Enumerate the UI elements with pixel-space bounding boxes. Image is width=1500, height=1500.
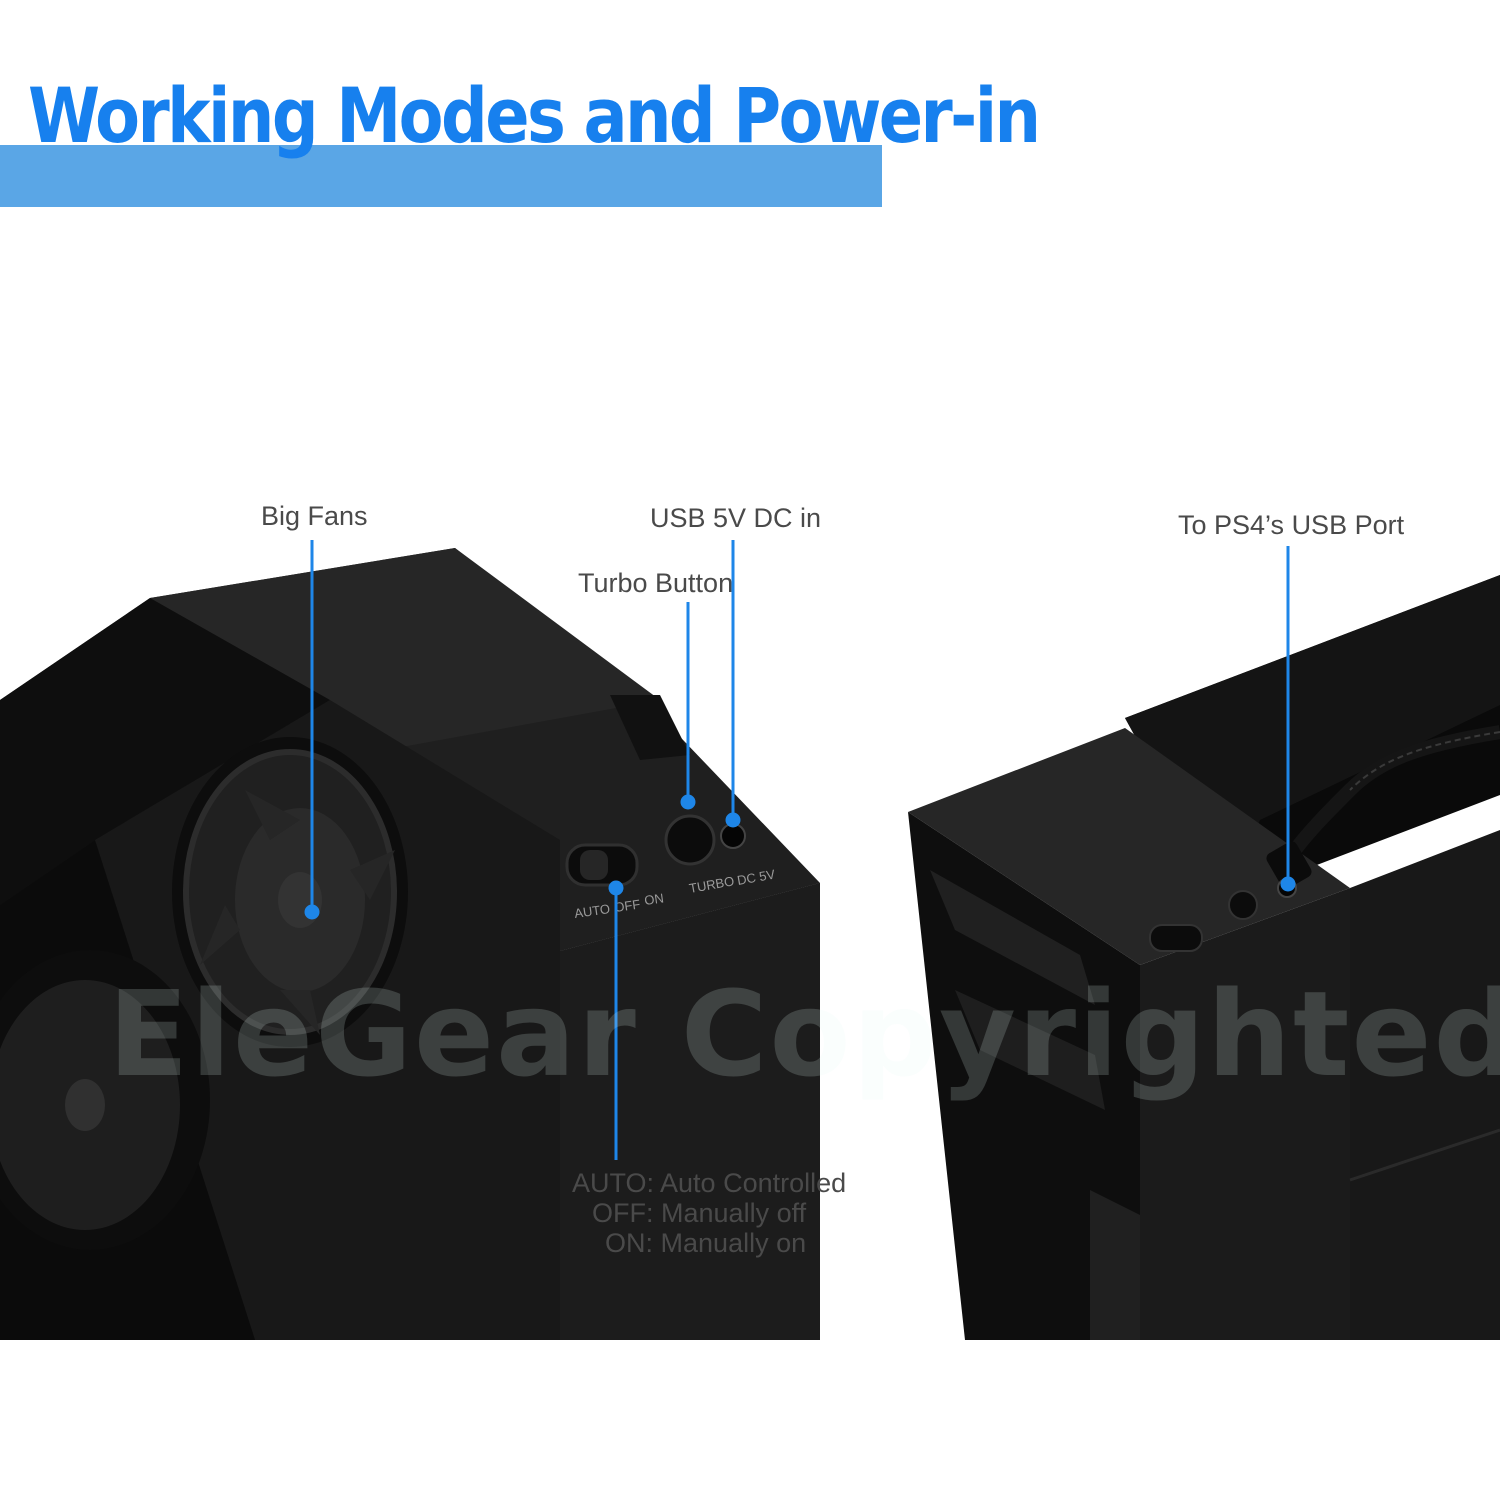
on-marking: ON	[643, 890, 664, 908]
mode-key: OFF:	[592, 1198, 654, 1228]
auto-marking: AUTO	[573, 901, 611, 921]
working-modes-list: AUTO: Auto Controlled OFF: Manually off …	[572, 1168, 846, 1258]
title-banner	[0, 145, 882, 207]
dc-marking: DC 5V	[736, 866, 777, 887]
mode-desc: Auto Controlled	[660, 1168, 847, 1198]
mode-auto: AUTO: Auto Controlled	[572, 1168, 846, 1198]
mode-key: AUTO:	[572, 1168, 655, 1198]
off-marking: OFF	[613, 896, 641, 914]
callout-turbo-button: Turbo Button	[578, 568, 734, 598]
turbo-button	[1228, 890, 1258, 920]
mode-on: ON: Manually on	[572, 1228, 846, 1258]
mode-off: OFF: Manually off	[572, 1198, 846, 1228]
mode-key: ON:	[605, 1228, 654, 1258]
right-cooling-fan-unit	[908, 575, 1500, 1340]
callout-big-fans: Big Fans	[261, 501, 368, 531]
callout-usb-port: To PS4’s USB Port	[1178, 510, 1405, 540]
watermark: EleGear Copyrighted	[108, 965, 1500, 1103]
mode-switch	[1149, 924, 1203, 952]
callout-lines	[304, 540, 1296, 1160]
fan-icon	[0, 950, 210, 1250]
callout-usb-dc-in: USB 5V DC in	[650, 503, 822, 533]
left-cooling-fan-unit: AUTO OFF ON TURBO DC 5V	[0, 548, 820, 1340]
mode-desc: Manually on	[660, 1228, 807, 1258]
turbo-button	[664, 814, 716, 866]
dc-jack	[720, 823, 746, 849]
mode-desc: Manually off	[661, 1198, 807, 1228]
page-title: Working Modes and Power-in	[28, 71, 1041, 160]
